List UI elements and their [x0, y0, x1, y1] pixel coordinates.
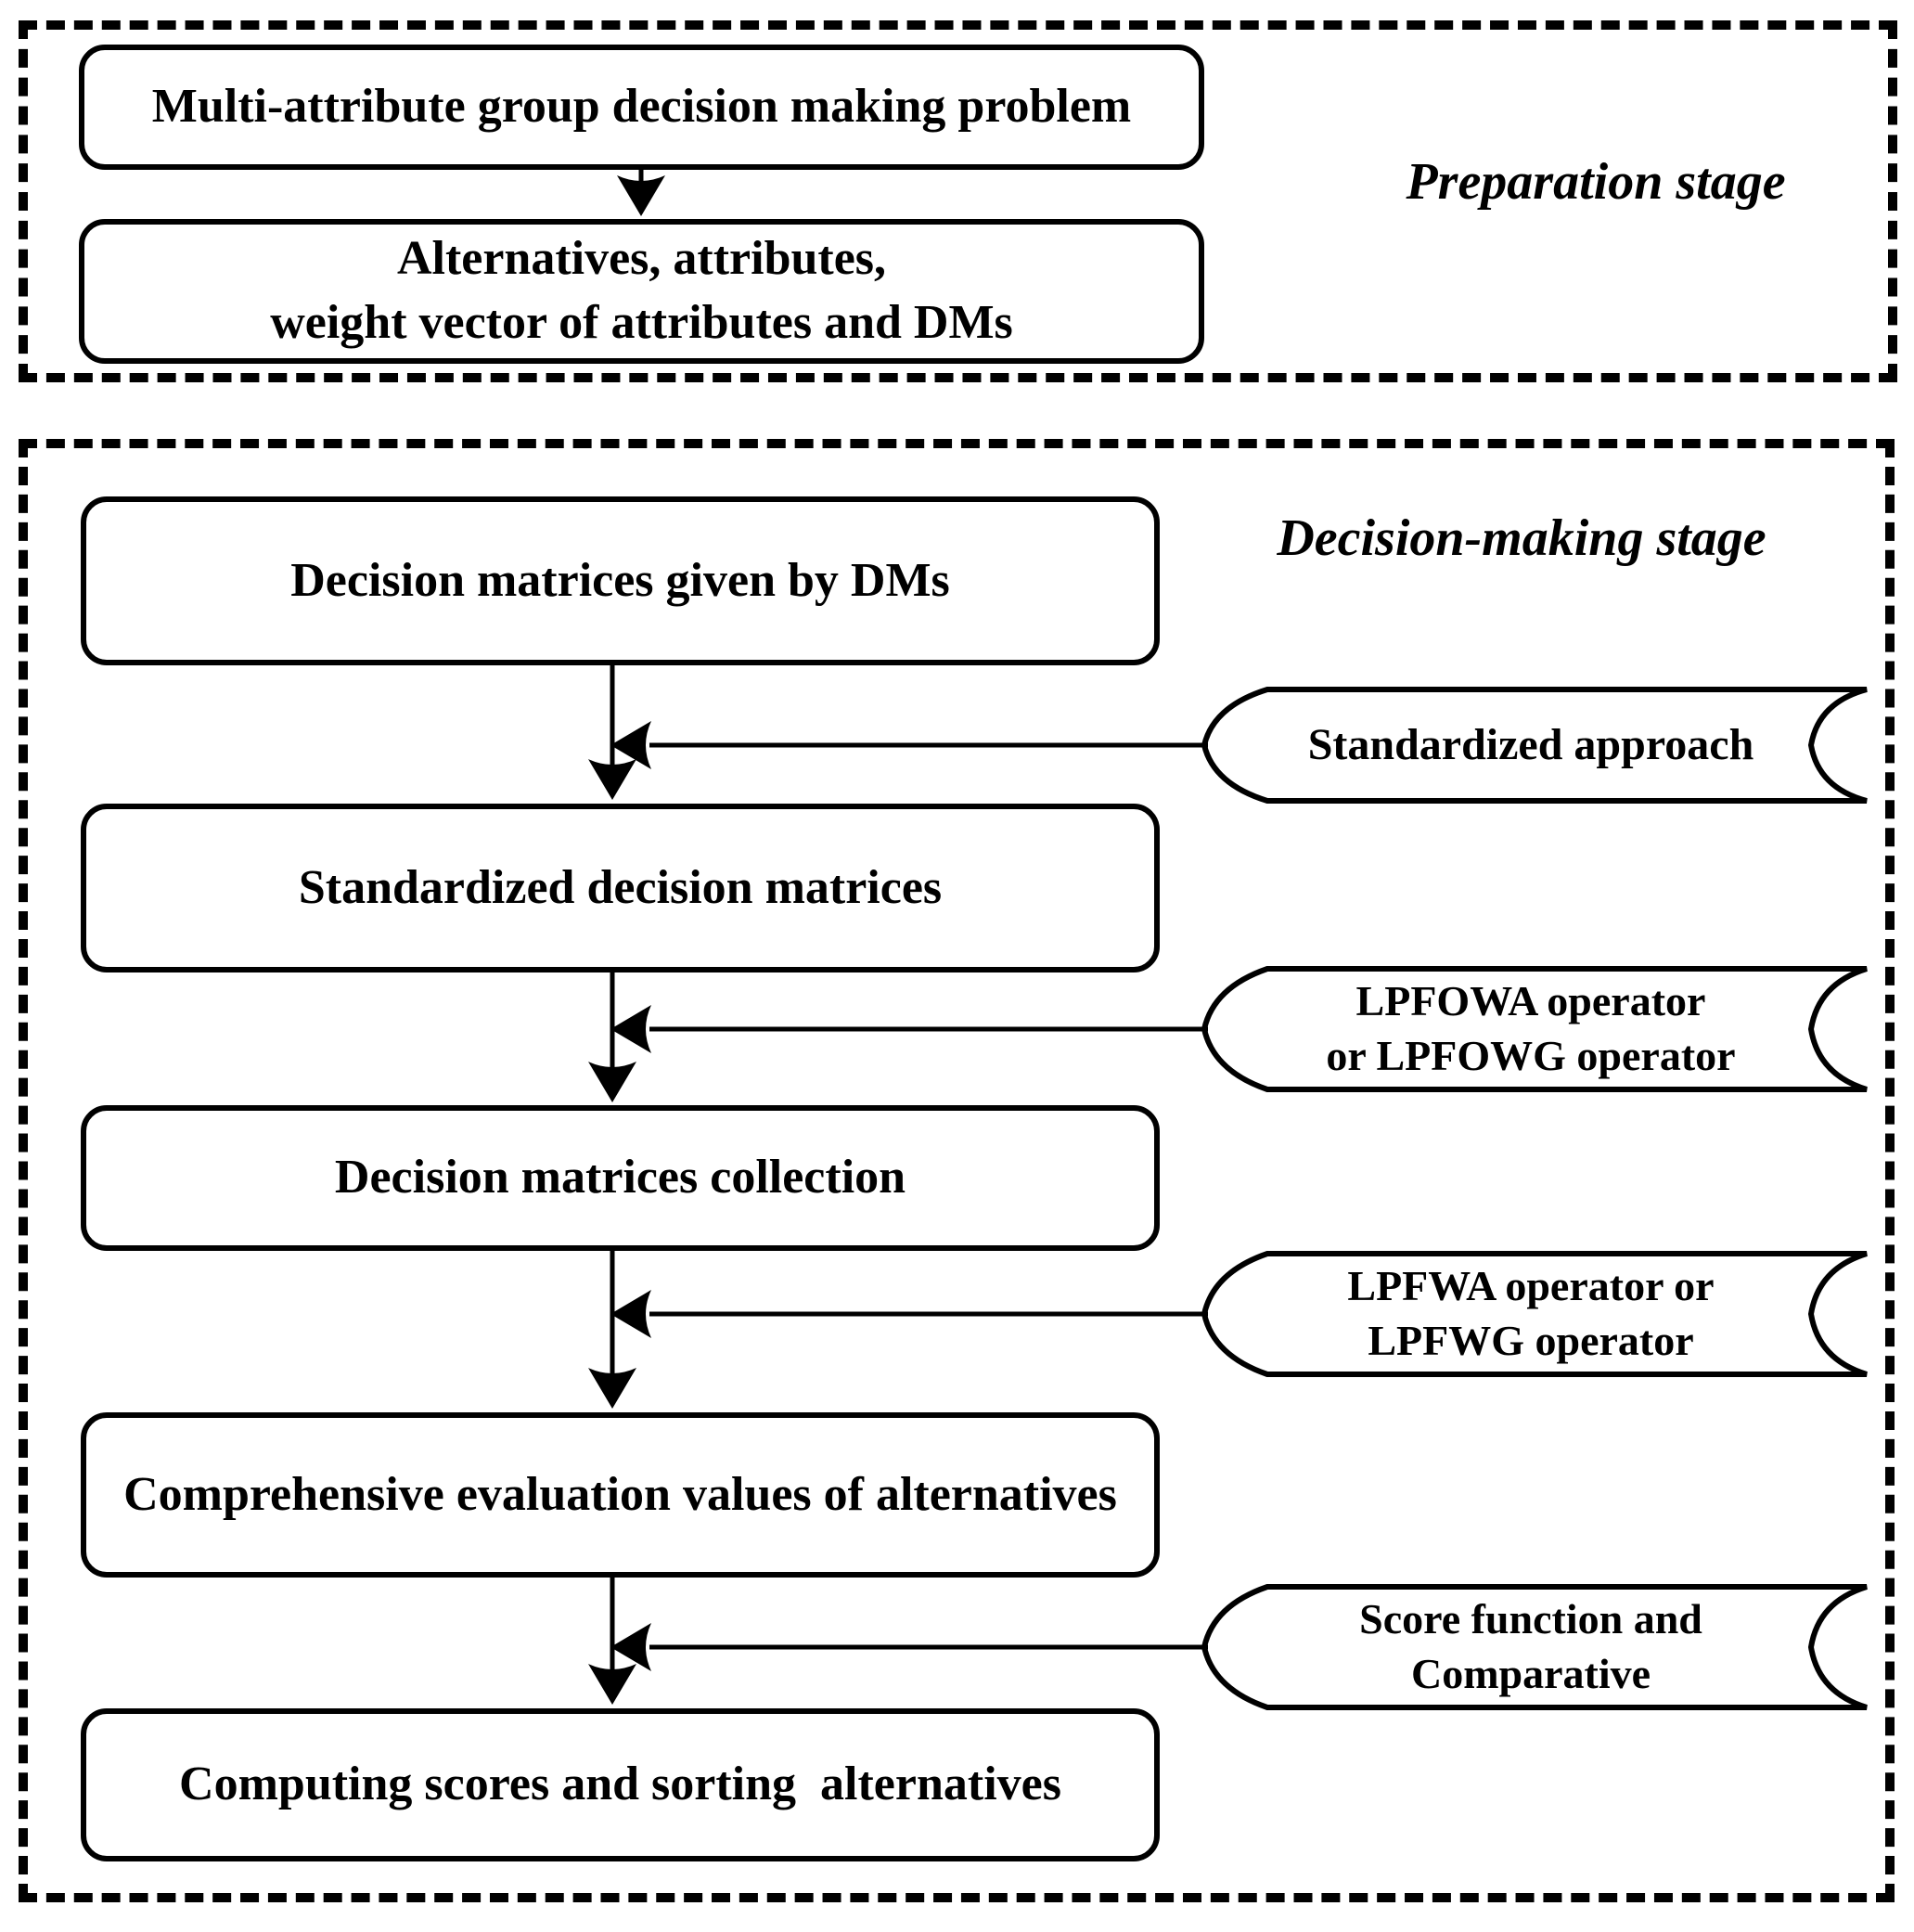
- box-alternatives-attributes-line1: Alternatives, attributes,: [396, 232, 887, 286]
- banner-lpfowa-line2: or LPFOWG operator: [1326, 1032, 1736, 1079]
- box-computing-scores: Computing scores and sorting alternative…: [81, 1708, 1160, 1861]
- banner-ribbon-shape: [1201, 687, 1868, 804]
- box-alternatives-attributes: Alternatives, attributes, weight vector …: [79, 219, 1204, 364]
- box-matrices-collection: Decision matrices collection: [81, 1105, 1160, 1251]
- banner-lpfwa-line1: LPFWA operator or: [1347, 1262, 1715, 1310]
- banner-lpfowa-line1: LPFOWA operator: [1355, 977, 1706, 1025]
- banner-lpfwa-lpfwg: LPFWA operator or LPFWG operator: [1201, 1251, 1868, 1377]
- decision-making-stage-frame: [19, 439, 1895, 1902]
- box-decision-matrices-given: Decision matrices given by DMs: [81, 496, 1160, 665]
- box-comprehensive-evaluation: Comprehensive evaluation values of alter…: [81, 1412, 1160, 1578]
- box-alternatives-attributes-line2: weight vector of attributes and DMs: [270, 296, 1013, 349]
- banner-standardized-approach: Standardized approach: [1201, 687, 1868, 804]
- banner-ribbon-shape: [1201, 1584, 1868, 1710]
- box-magdm-problem-text: Multi-attribute group decision making pr…: [151, 80, 1132, 134]
- box-matrices-collection-text: Decision matrices collection: [334, 1151, 906, 1204]
- banner-score-line2: Comparative: [1410, 1650, 1651, 1697]
- preparation-stage-frame: [19, 20, 1897, 382]
- banner-score-line1: Score function and: [1359, 1595, 1702, 1643]
- box-comprehensive-evaluation-text: Comprehensive evaluation values of alter…: [123, 1467, 1117, 1521]
- banner-ribbon-shape: [1201, 966, 1868, 1092]
- banner-lpfwa-line2: LPFWG operator: [1368, 1317, 1694, 1364]
- box-standardized-matrices-text: Standardized decision matrices: [298, 860, 943, 914]
- box-decision-matrices-given-text: Decision matrices given by DMs: [290, 553, 950, 607]
- banner-score-function: Score function and Comparative: [1201, 1584, 1868, 1710]
- box-standardized-matrices: Standardized decision matrices: [81, 804, 1160, 972]
- banner-standardized-approach-text: Standardized approach: [1307, 720, 1754, 770]
- preparation-stage-label: Preparation stage: [1406, 153, 1786, 211]
- banner-lpfowa-lpfowg: LPFOWA operator or LPFOWG operator: [1201, 966, 1868, 1092]
- banner-ribbon-shape: [1201, 1251, 1868, 1377]
- decision-making-stage-label: Decision-making stage: [1277, 509, 1766, 567]
- box-magdm-problem: Multi-attribute group decision making pr…: [79, 45, 1204, 170]
- box-computing-scores-text: Computing scores and sorting alternative…: [179, 1758, 1061, 1811]
